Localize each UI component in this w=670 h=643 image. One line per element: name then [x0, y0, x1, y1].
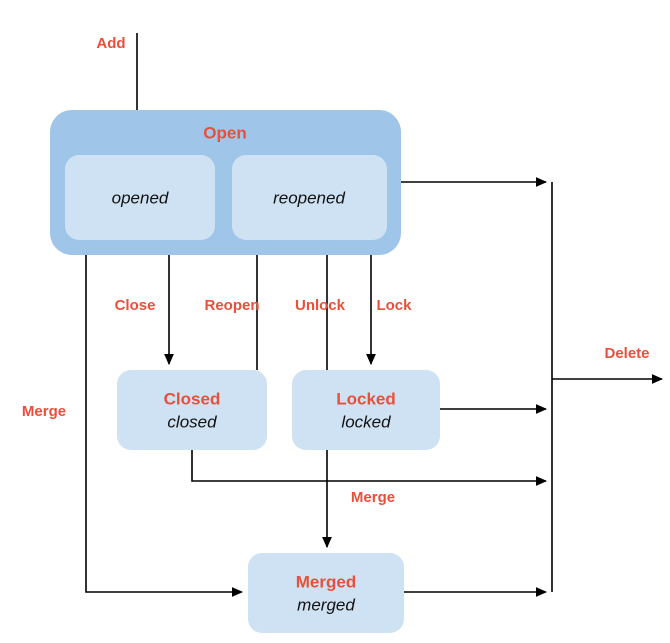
edge-label-close: Close: [115, 297, 156, 314]
state-merged-subtitle: merged: [297, 595, 355, 614]
state-merged-box[interactable]: [248, 553, 404, 633]
edge-label-add: Add: [96, 35, 125, 52]
state-closed-subtitle: closed: [167, 412, 217, 431]
state-closed-box[interactable]: [117, 370, 267, 450]
edge-merge-left: [85, 255, 244, 597]
state-opened[interactable]: opened: [65, 155, 215, 240]
state-closed[interactable]: Closed closed: [117, 370, 267, 450]
state-locked[interactable]: Locked locked: [292, 370, 440, 450]
edge-label-merge-left: Merge: [22, 403, 66, 420]
edge-label-lock: Lock: [376, 297, 412, 314]
state-merged-title: Merged: [296, 572, 356, 591]
edge-label-unlock: Unlock: [295, 297, 346, 314]
state-opened-label: opened: [112, 188, 169, 207]
edge-label-merge-mid: Merge: [351, 489, 395, 506]
state-reopened-box[interactable]: [232, 155, 387, 240]
edge-merge-mid: [191, 450, 548, 486]
state-reopened-label: reopened: [273, 188, 345, 207]
edge-merge-mid-line: [191, 450, 548, 486]
edge-label-delete: Delete: [604, 345, 649, 362]
state-locked-subtitle: locked: [341, 412, 391, 431]
state-group-open[interactable]: Open opened reopened: [50, 110, 401, 255]
state-locked-title: Locked: [336, 389, 396, 408]
state-opened-box[interactable]: [65, 155, 215, 240]
state-group-open-label: Open: [203, 123, 246, 142]
state-reopened[interactable]: reopened: [232, 155, 387, 240]
state-closed-title: Closed: [164, 389, 221, 408]
edge-label-reopen: Reopen: [204, 297, 259, 314]
state-locked-box[interactable]: [292, 370, 440, 450]
edge-merge-left-line: [85, 255, 244, 597]
state-merged[interactable]: Merged merged: [248, 553, 404, 633]
